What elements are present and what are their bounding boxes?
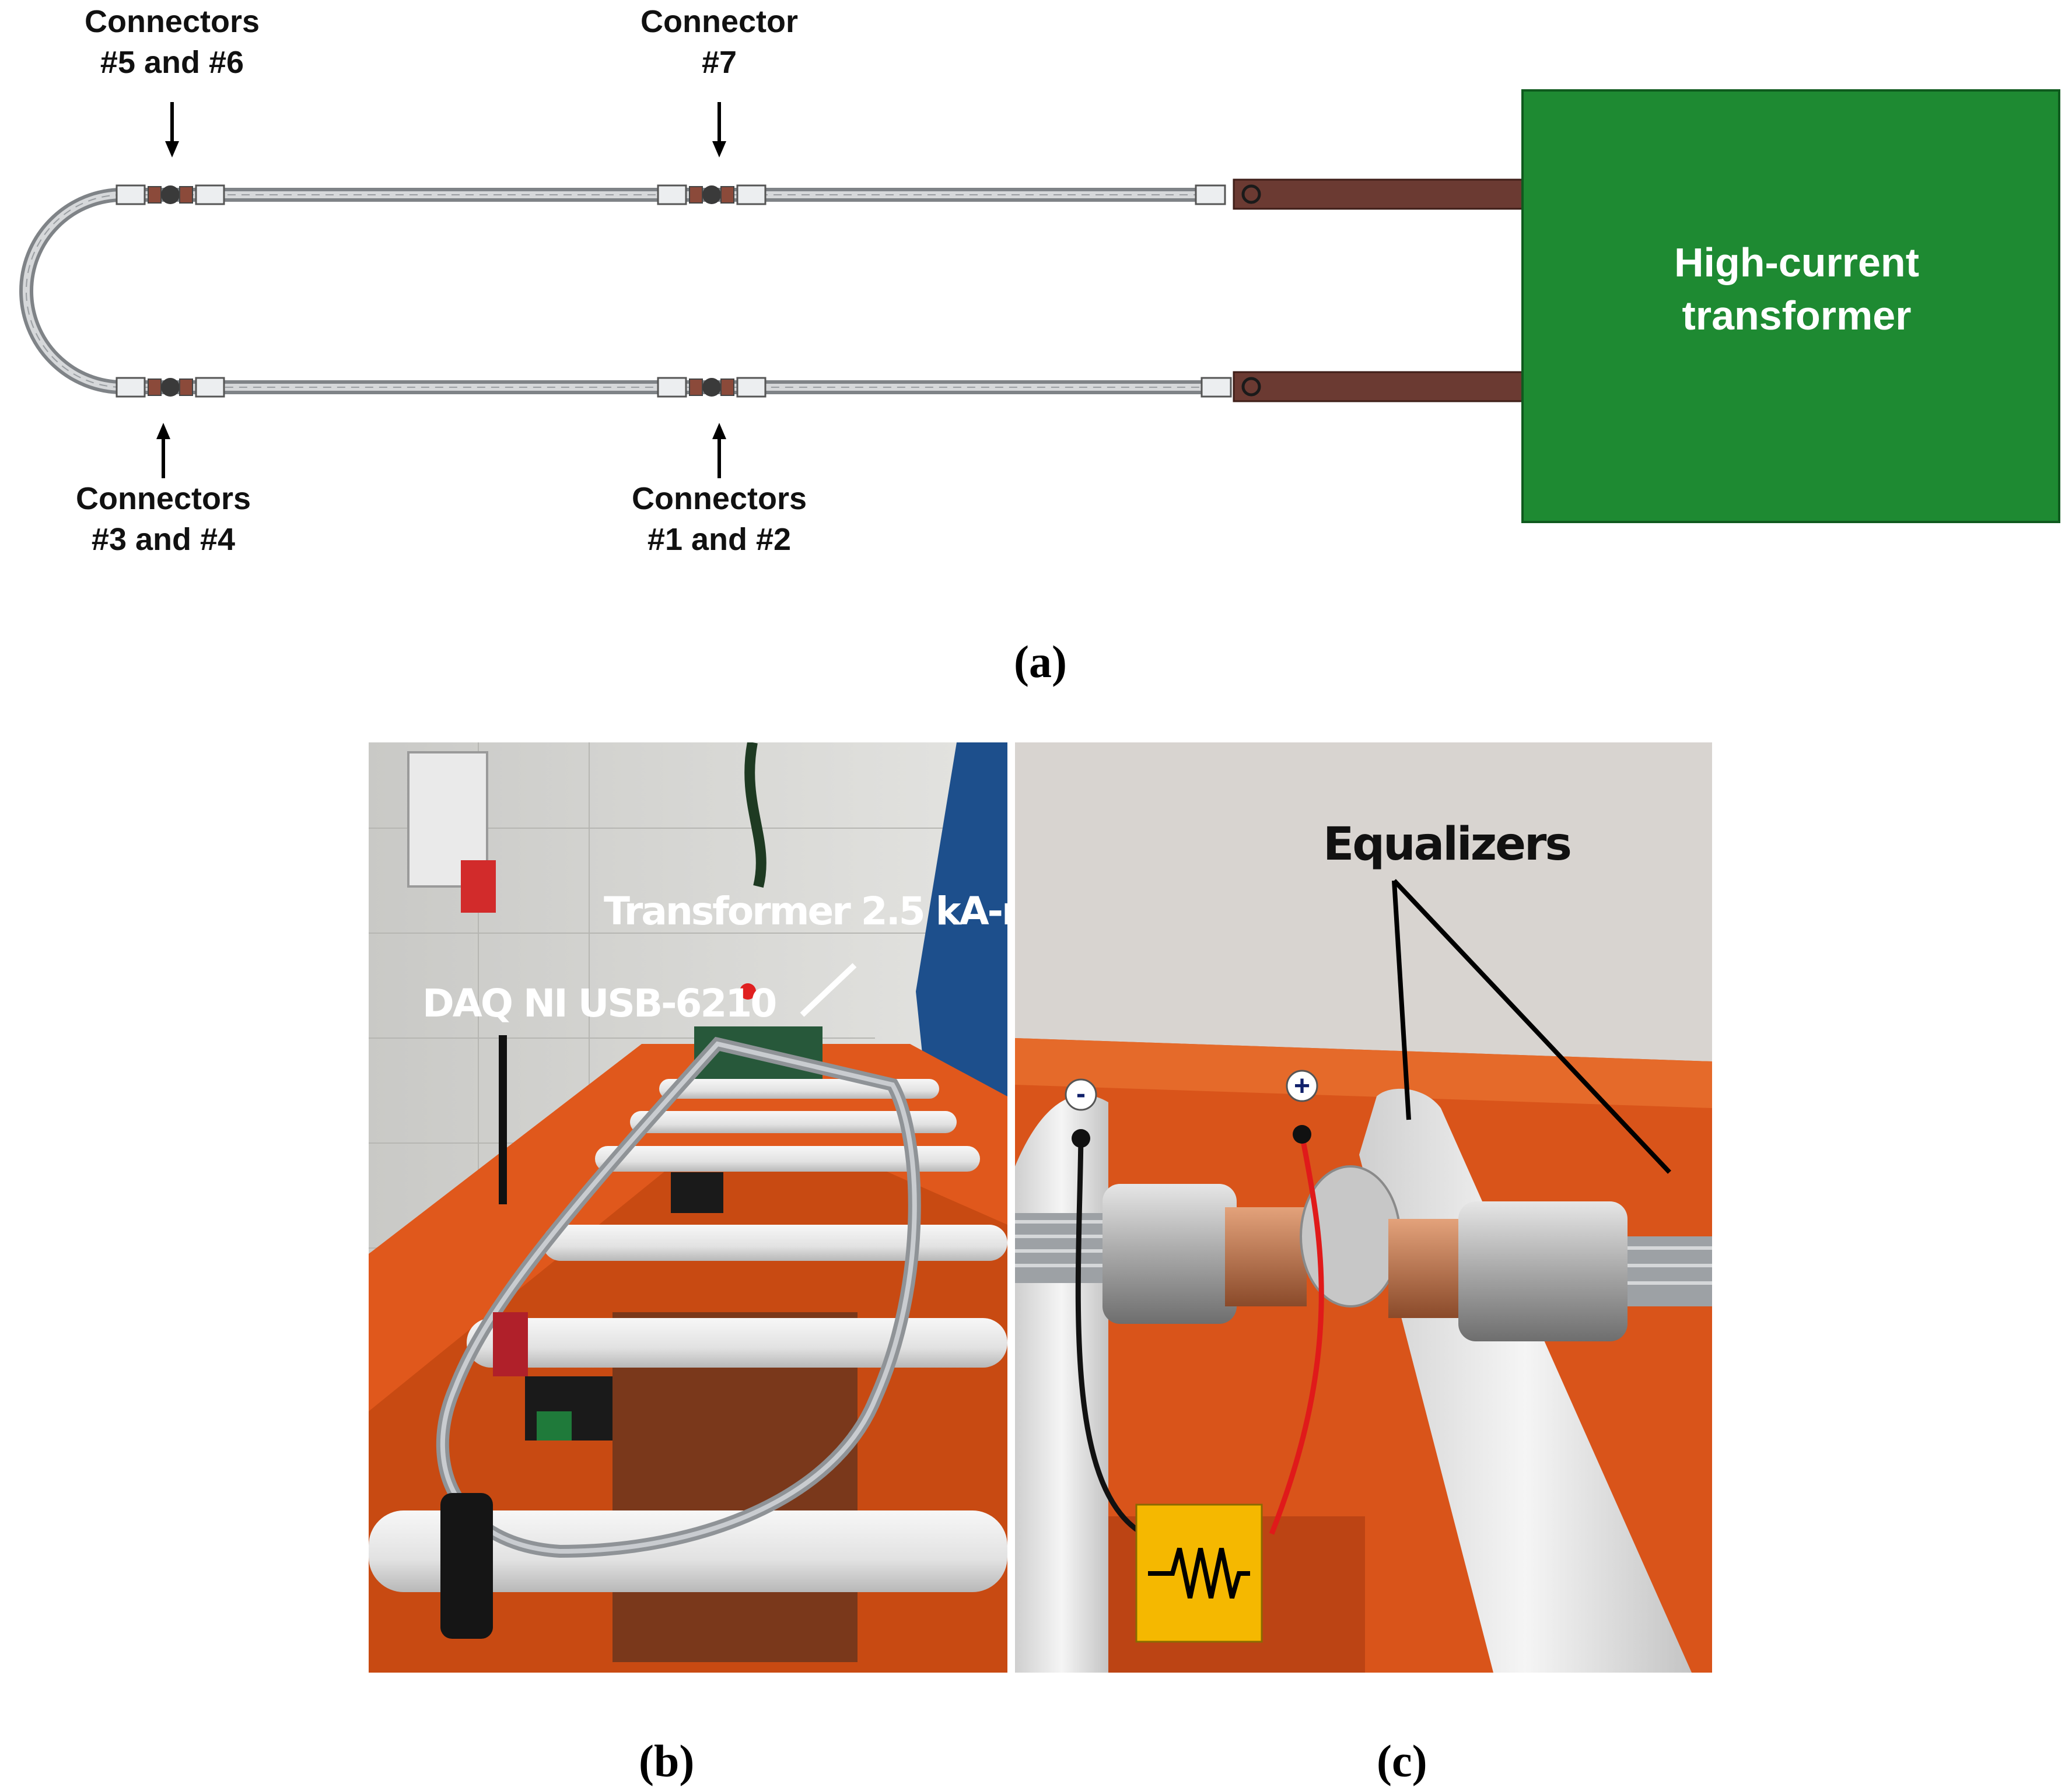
terminal-clamp-bottom xyxy=(1200,377,1232,398)
caption-a: (a) xyxy=(1014,636,1067,687)
high-current-transformer-box xyxy=(1521,89,2060,523)
connector-group-7 xyxy=(657,184,766,205)
label-transformer-2-5-ka: Transformer 2.5 kA-rms xyxy=(604,889,1080,934)
arrow-connector-7 xyxy=(712,102,726,157)
connector-group-1-2 xyxy=(657,377,766,398)
busbar-bottom xyxy=(1233,371,1524,402)
label-connectors-1-2: Connectors #1 and #2 xyxy=(631,481,807,558)
resistor-symbol-box xyxy=(1135,1503,1263,1643)
arrow-connectors-1-2 xyxy=(712,423,726,478)
conductor-loop xyxy=(19,188,1202,394)
arrow-connectors-5-6 xyxy=(165,102,179,157)
label-high-current-transformer: High-current transformer xyxy=(1674,240,1919,338)
caption-c: (c) xyxy=(1377,1736,1427,1786)
caption-b: (b) xyxy=(639,1736,695,1786)
connector-group-5-6 xyxy=(116,184,225,205)
busbar-top xyxy=(1233,178,1524,210)
label-daq-ni-usb-6210: DAQ NI USB-6210 xyxy=(422,981,777,1026)
label-equalizers: Equalizers xyxy=(1323,818,1572,871)
panel-a-diagram xyxy=(19,89,2060,523)
label-connectors-5-6: Connectors #5 and #6 xyxy=(84,4,260,80)
plus-terminal-sign: + xyxy=(1293,1071,1311,1102)
arrow-connectors-3-4 xyxy=(156,423,170,478)
terminal-clamp-top xyxy=(1195,184,1226,205)
label-connector-7: Connector #7 xyxy=(640,4,798,80)
minus-terminal-sign: - xyxy=(1076,1078,1086,1109)
connector-group-3-4 xyxy=(116,377,225,398)
label-connectors-3-4: Connectors #3 and #4 xyxy=(75,481,251,558)
